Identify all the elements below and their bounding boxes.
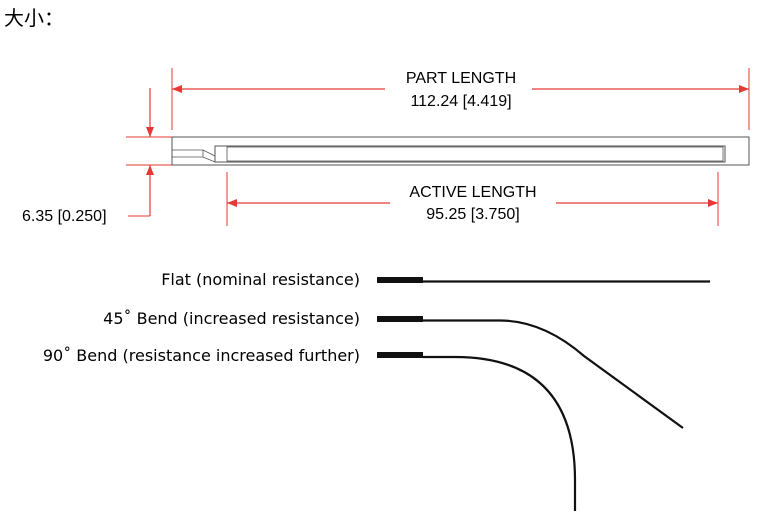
sensor-strip-90 — [423, 355, 577, 511]
sensor-body — [171, 136, 750, 166]
bend-state-45: 45˚ Bend (increased resistance) — [103, 309, 684, 429]
part-length-label: PART LENGTH — [406, 70, 516, 87]
bend-label-flat: Flat (nominal resistance) — [161, 270, 360, 289]
bend-state-90: 90˚ Bend (resistance increased further) — [43, 346, 577, 511]
connector-traces — [172, 149, 216, 163]
part-length-dimension: PART LENGTH 112.24 [4.419] — [171, 68, 750, 130]
sensor-strip-45 — [423, 319, 684, 429]
active-length-value: 95.25 [3.750] — [426, 206, 519, 223]
bend-label-90: 90˚ Bend (resistance increased further) — [43, 346, 360, 365]
width-value: 6.35 [0.250] — [22, 208, 107, 225]
active-length-dimension: ACTIVE LENGTH 95.25 [3.750] — [226, 172, 719, 226]
active-area — [214, 145, 726, 163]
part-length-value: 112.24 [4.419] — [410, 93, 511, 110]
sensor-outline — [171, 136, 750, 166]
active-length-label: ACTIVE LENGTH — [409, 184, 536, 201]
page-title: 大小： — [4, 6, 64, 30]
active-area-inner — [226, 146, 724, 162]
width-dimension: 6.35 [0.250] — [22, 88, 172, 225]
bend-state-flat: Flat (nominal resistance) — [161, 270, 710, 289]
bend-label-45: 45˚ Bend (increased resistance) — [103, 309, 360, 328]
